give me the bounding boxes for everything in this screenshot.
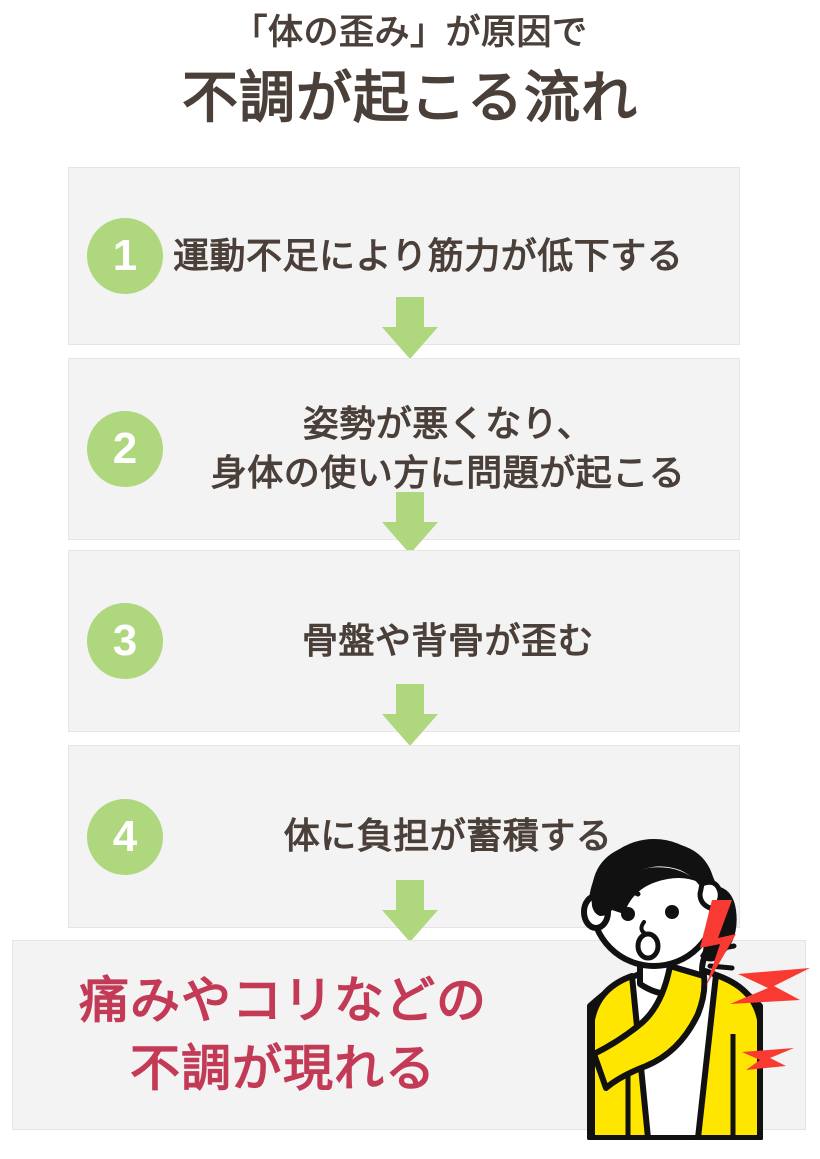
step-number-badge-4: 4	[87, 798, 163, 875]
eye-left	[621, 907, 635, 921]
lightning-bolt-large	[700, 900, 736, 986]
arrow-stem	[396, 684, 424, 716]
lightning-bolt-small	[742, 1048, 794, 1070]
step-line: 姿勢が悪くなり、	[302, 403, 594, 445]
arrow-down-icon	[382, 297, 438, 359]
header-subtitle: 「体の歪み」が原因で	[232, 13, 588, 52]
step-label-1: 運動不足により筋力が低下する	[69, 232, 739, 281]
eye-right	[665, 905, 679, 919]
step-number-badge-2: 2	[87, 411, 163, 487]
step-number-badge-3: 3	[87, 603, 163, 679]
page-title: 不調が起こる流れ	[182, 65, 638, 129]
result-label: 痛みやコリなどの 不調が現れる	[13, 968, 553, 1103]
woman-with-neck-pain-illustration	[520, 838, 820, 1140]
hair-fringe	[612, 867, 698, 914]
result-line: 不調が現れる	[130, 1040, 436, 1096]
step-label-4: 体に負担が蓄積する	[69, 812, 739, 861]
arrow-down-icon	[382, 880, 438, 942]
arm-sleeve	[591, 963, 708, 1091]
step-line: 運動不足により筋力が低下する	[173, 234, 684, 276]
arrow-head	[382, 714, 438, 746]
step-number-badge-1: 1	[87, 218, 163, 294]
arrow-head	[382, 522, 438, 554]
arrow-stem	[396, 880, 424, 912]
arrow-down-icon	[382, 684, 438, 746]
step-label-3: 骨盤や背骨が歪む	[69, 617, 739, 666]
arrow-stem	[396, 297, 424, 329]
cardigan-right	[695, 972, 763, 1140]
arrow-head	[382, 327, 438, 359]
arrow-stem	[396, 492, 424, 524]
step-line: 骨盤や背骨が歪む	[301, 619, 594, 661]
step-line: 体に負担が蓄積する	[283, 815, 613, 857]
mouth	[635, 931, 661, 961]
step-label-2: 姿勢が悪くなり、 身体の使い方に問題が起こる	[69, 400, 739, 497]
arrow-head	[382, 910, 438, 942]
result-line: 痛みやコリなどの	[79, 972, 487, 1029]
step-line: 身体の使い方に問題が起こる	[210, 452, 686, 493]
page-header: 「体の歪み」が原因で 不調が起こる流れ	[0, 0, 820, 128]
arrow-down-icon	[382, 492, 438, 554]
eyebrow	[613, 888, 641, 899]
hair	[591, 841, 716, 916]
lightning-bolt-medium	[730, 968, 810, 1004]
